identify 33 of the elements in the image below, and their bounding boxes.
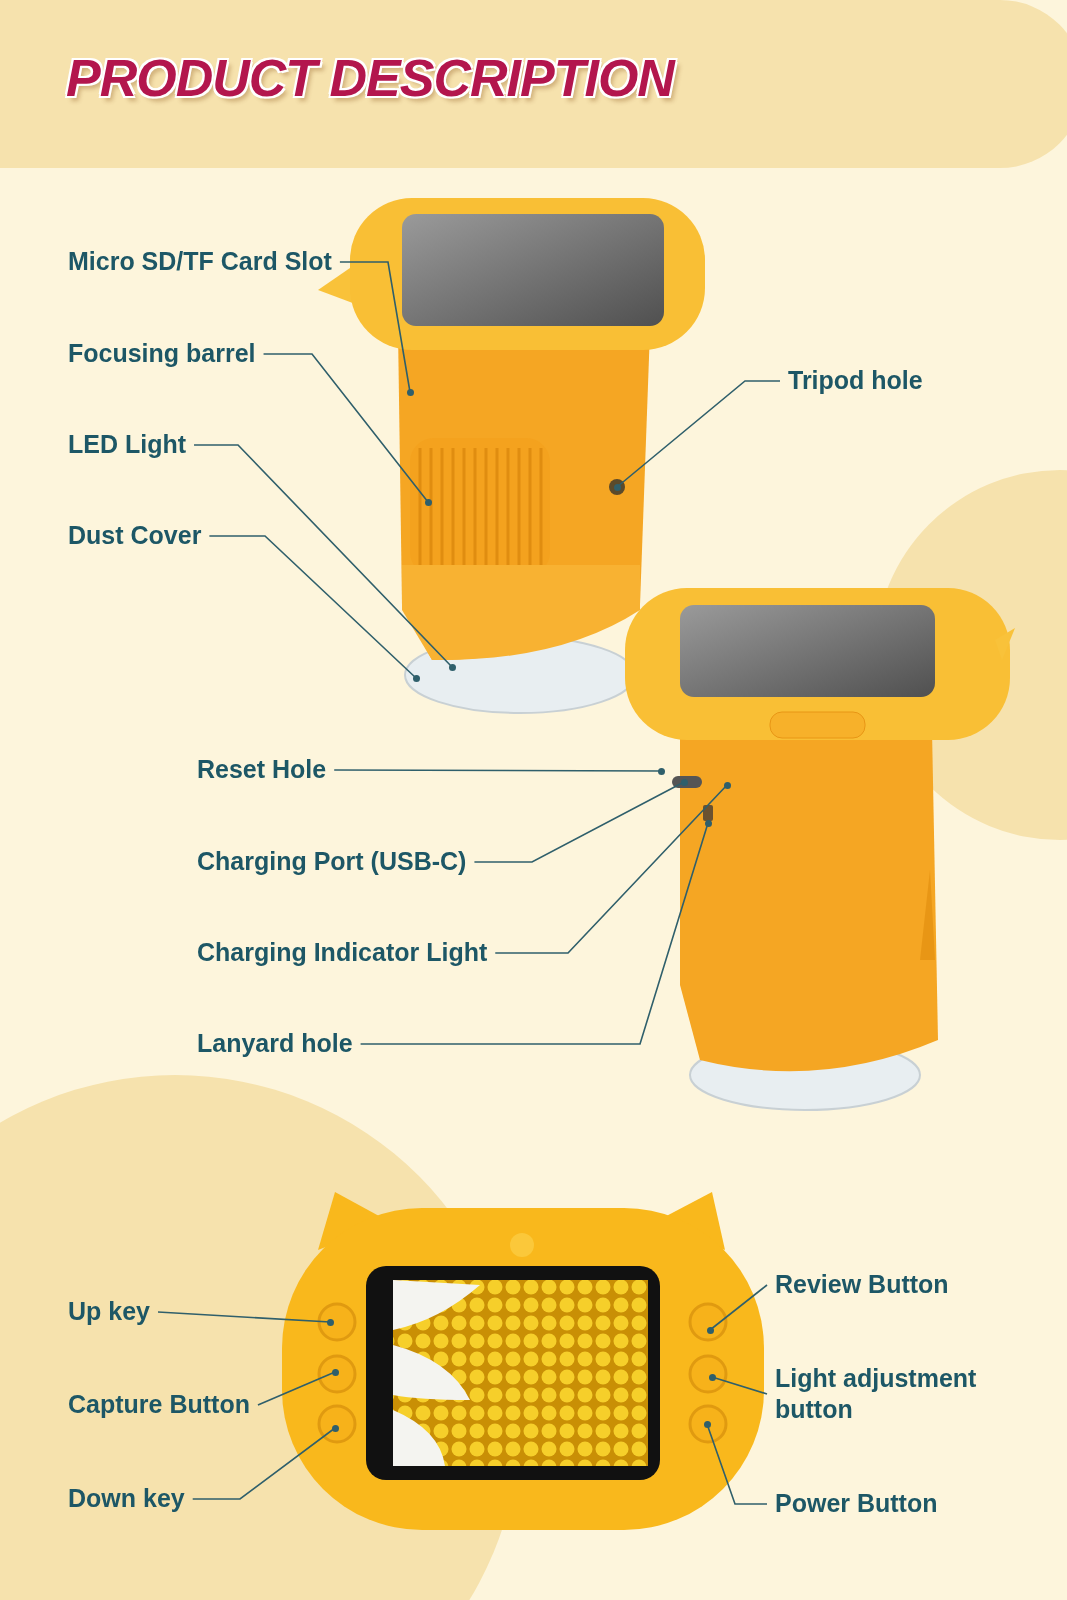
part-label: Down key [68, 1483, 185, 1515]
leader-line [262, 353, 429, 503]
part-label: Tripod hole [788, 365, 1038, 397]
point-marker [331, 1424, 339, 1432]
point-marker [448, 663, 456, 671]
part-label: Focusing barrel [68, 338, 256, 370]
part-label: Lanyard hole [197, 1028, 353, 1060]
part-label: Reset Hole [197, 754, 327, 786]
point-marker [657, 767, 665, 775]
point-marker [424, 498, 432, 506]
point-marker [723, 781, 731, 789]
point-marker [331, 1368, 339, 1376]
point-marker [703, 1420, 711, 1428]
point-marker [680, 778, 688, 786]
page-title: PRODUCT DESCRIPTION [66, 48, 674, 108]
point-marker [706, 1326, 714, 1334]
part-label: Charging Port (USB-C) [197, 846, 467, 878]
point-marker [412, 674, 420, 682]
part-label: Up key [68, 1296, 150, 1328]
point-marker [326, 1318, 334, 1326]
part-label: Power Button [775, 1488, 1025, 1520]
part-label: Dust Cover [68, 520, 202, 552]
part-label: Charging Indicator Light [197, 937, 488, 969]
part-label: Capture Button [68, 1389, 250, 1421]
point-marker [704, 819, 712, 827]
part-label: Micro SD/TF Card Slot [68, 246, 332, 278]
point-marker [708, 1373, 716, 1381]
point-marker [613, 483, 621, 491]
point-marker [406, 388, 414, 396]
part-label: Light adjustment button [775, 1362, 1025, 1426]
part-label: LED Light [68, 429, 187, 461]
part-label: Review Button [775, 1269, 1025, 1301]
leader-line [193, 444, 453, 668]
